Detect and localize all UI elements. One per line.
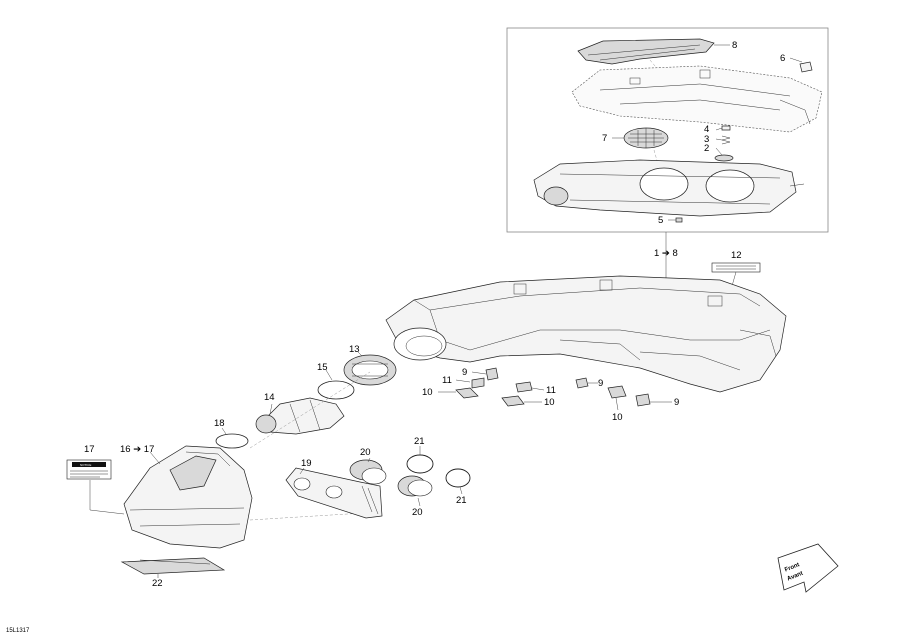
airbox-main-assembly	[385, 275, 787, 393]
part-10-strap-c	[607, 385, 627, 399]
part-14-intake-duct	[255, 397, 345, 435]
callout-21a: 21	[414, 436, 425, 447]
front-label: Front	[784, 562, 800, 573]
callout-18: 18	[214, 418, 225, 429]
part-9-clip-b	[575, 377, 589, 389]
part-2-washer	[714, 154, 734, 162]
part-12-decal	[711, 262, 761, 273]
callout-2: 2	[704, 143, 709, 154]
part-10-strap-a	[455, 387, 479, 399]
part-20-boot-b	[397, 475, 433, 497]
callout-8: 8	[732, 40, 737, 51]
part-6-clip	[799, 61, 813, 73]
callout-14: 14	[264, 392, 275, 403]
callout-11b: 11	[546, 385, 556, 396]
part-11-bracket-b	[515, 381, 533, 393]
callout-5: 5	[658, 215, 663, 226]
callout-17: 17	[84, 444, 95, 455]
part-3-spring	[721, 135, 731, 145]
callout-22: 22	[152, 578, 163, 589]
callout-13: 13	[349, 344, 360, 355]
part-8-cover	[577, 38, 715, 65]
callout-4: 4	[704, 124, 709, 135]
part-18-ring	[215, 433, 249, 449]
part-13-seal	[343, 354, 397, 386]
part-15-ring	[317, 380, 355, 400]
callout-10a: 10	[422, 387, 433, 398]
callout-3: 3	[704, 134, 709, 145]
airbox-lower-housing-inset	[533, 159, 805, 217]
callout-21b: 21	[456, 495, 467, 506]
callout-16-17: 16 ➔ 17	[120, 444, 154, 455]
part-21-clamp-a	[406, 454, 434, 474]
part-22-pad	[120, 557, 226, 575]
part-7-filter	[623, 127, 669, 149]
part-9-clip-c	[635, 393, 651, 407]
callout-11a: 11	[442, 375, 452, 386]
callout-9c: 9	[674, 397, 679, 408]
part-5-plug	[675, 217, 683, 223]
callout-7: 7	[602, 133, 607, 144]
callout-9a: 9	[462, 367, 467, 378]
part-10-strap-b	[501, 395, 525, 407]
diagram-code: 15L1317	[6, 628, 30, 634]
part-4-screw	[721, 125, 731, 131]
part-19-adapter-plate	[285, 467, 383, 519]
front-arrow-icon: Front Avant	[777, 543, 839, 593]
callout-9b: 9	[598, 378, 603, 389]
callout-20b: 20	[412, 507, 423, 518]
callout-19: 19	[301, 458, 312, 469]
callout-1-8: 1 ➔ 8	[654, 248, 678, 259]
part-20-boot-a	[349, 459, 387, 485]
part-11-bracket-a	[471, 377, 485, 389]
callout-6: 6	[780, 53, 785, 64]
part-21-clamp-b	[445, 468, 471, 488]
part-16-intake-box	[123, 445, 253, 549]
callout-12: 12	[731, 250, 742, 261]
airbox-upper-lid	[571, 65, 823, 133]
part-9-clip-a	[485, 367, 499, 381]
callout-10b: 10	[544, 397, 555, 408]
notice-label: NOTICE	[80, 463, 91, 467]
avant-label: Avant	[786, 571, 804, 583]
callout-10c: 10	[612, 412, 623, 423]
part-17-notice-decal: NOTICE	[66, 459, 112, 480]
callout-15: 15	[317, 362, 328, 373]
callout-20a: 20	[360, 447, 371, 458]
inset-frame	[506, 27, 829, 233]
